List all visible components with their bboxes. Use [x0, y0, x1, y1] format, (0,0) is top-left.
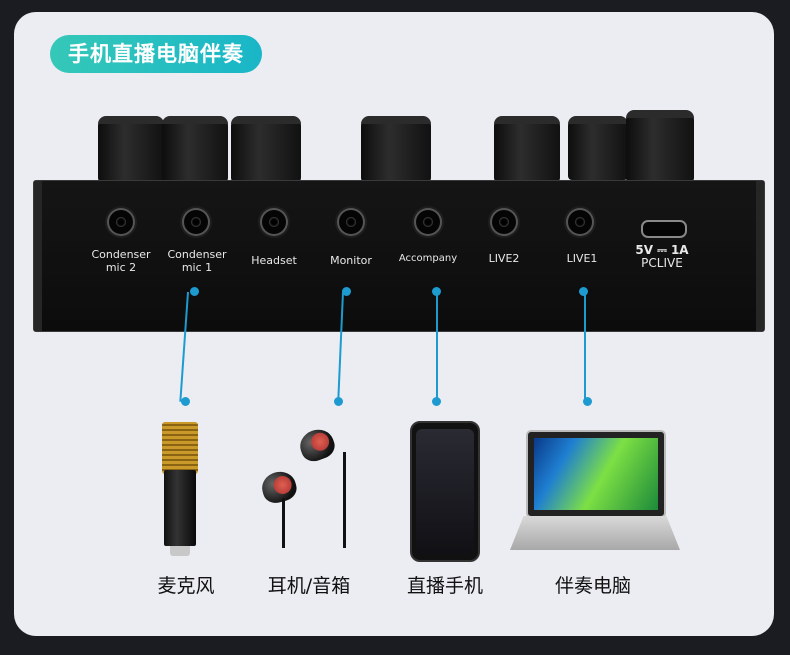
- condenser-mic2-jack[interactable]: [109, 210, 133, 234]
- port-label: LIVE1: [566, 252, 598, 265]
- knob[interactable]: [361, 116, 431, 182]
- knob[interactable]: [98, 116, 164, 182]
- knob[interactable]: [626, 110, 694, 182]
- connector-dot: [432, 287, 441, 296]
- knob[interactable]: [231, 116, 301, 182]
- panel-edge: [756, 181, 764, 331]
- port-label: Monitor: [330, 254, 372, 267]
- device-caption: 麦克风: [157, 575, 215, 597]
- usb-port[interactable]: [641, 220, 687, 238]
- live1-jack[interactable]: [568, 210, 592, 234]
- live2-jack[interactable]: [492, 210, 516, 234]
- connector-dot: [190, 287, 199, 296]
- smartphone-icon: [410, 421, 480, 562]
- panel-edge: [34, 181, 42, 331]
- connector-dot: [342, 287, 351, 296]
- section-title: 手机直播电脑伴奏: [50, 35, 262, 73]
- monitor-jack[interactable]: [339, 210, 363, 234]
- headset-jack[interactable]: [262, 210, 286, 234]
- connector-line: [584, 292, 586, 400]
- knob[interactable]: [162, 116, 228, 182]
- device-caption: 直播手机: [406, 575, 483, 597]
- port-label: Accompany: [398, 253, 458, 264]
- condenser-mic1-jack[interactable]: [184, 210, 208, 234]
- port-label: Headset: [251, 254, 297, 267]
- connector-line: [436, 292, 438, 400]
- accompany-jack[interactable]: [416, 210, 440, 234]
- connector-dot: [334, 397, 343, 406]
- knob[interactable]: [494, 116, 560, 182]
- connector-dot: [579, 287, 588, 296]
- sound-card-panel: [33, 180, 765, 332]
- connector-dot: [181, 397, 190, 406]
- connector-dot: [583, 397, 592, 406]
- connector-dot: [432, 397, 441, 406]
- knob[interactable]: [568, 116, 628, 180]
- device-caption: 耳机/音箱: [267, 575, 351, 597]
- port-label: LIVE2: [488, 252, 520, 265]
- device-caption: 伴奏电脑: [554, 575, 631, 597]
